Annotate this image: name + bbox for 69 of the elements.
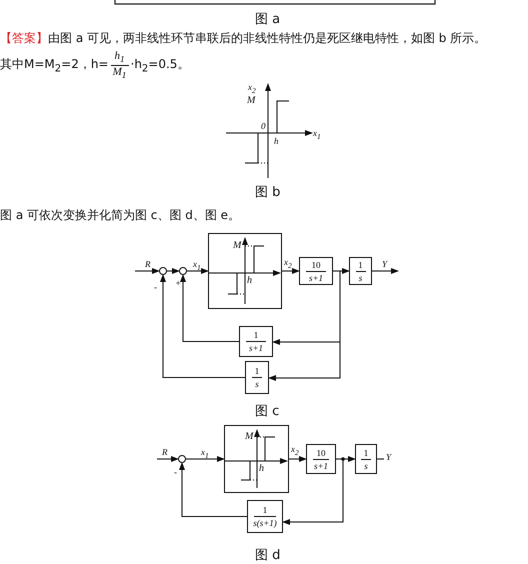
text-line: 由图 a 可见，两非线性环节串联后的非线性特性仍是死区继电特性，如图 b 所示。 xyxy=(48,30,486,47)
numerator: 10 xyxy=(316,448,326,458)
figure-caption: 图 d xyxy=(255,547,280,564)
arrow xyxy=(372,268,399,274)
arrow xyxy=(186,456,225,462)
edge-label: x$_{2}$ xyxy=(291,444,299,458)
arrow xyxy=(282,458,344,525)
axis-label: x$_{1}$ xyxy=(313,128,321,141)
arrow xyxy=(156,456,179,462)
text-line: 图 a 可依次变换并化简为图 c、图 d、图 e。 xyxy=(0,207,240,224)
denominator: s+1 xyxy=(308,272,324,282)
connector-line xyxy=(376,458,384,460)
numerator: 10 xyxy=(312,260,320,270)
edge-label: Y xyxy=(382,259,388,269)
edge-label: + xyxy=(175,278,182,288)
summing-junction xyxy=(178,455,186,463)
numerator: 1 xyxy=(358,260,363,270)
axis-label: M xyxy=(245,431,254,442)
denominator: s xyxy=(255,379,259,389)
formula-text: ·h$_{2}$=0.5。 xyxy=(130,56,190,75)
answer-tag: 【答案】 xyxy=(0,30,48,47)
edge-label: - xyxy=(154,282,157,292)
numerator: 1 xyxy=(254,330,258,340)
axis-label: h xyxy=(247,275,252,286)
figure-caption: 图 c xyxy=(255,403,280,420)
figure-caption: 图 b xyxy=(255,184,280,201)
origin-label: 0 xyxy=(261,121,266,131)
edge-label: x$_{1}$ xyxy=(201,447,209,461)
axis-label: M xyxy=(233,240,242,251)
arrow xyxy=(180,274,240,342)
arrow xyxy=(160,274,246,378)
axis-label: h xyxy=(274,136,278,146)
summing-junction xyxy=(159,267,167,275)
denominator: s(s+1) xyxy=(253,518,277,528)
arrow xyxy=(186,268,209,274)
arrow xyxy=(282,268,300,274)
arrow xyxy=(288,456,307,462)
edge-label: - xyxy=(174,467,177,477)
arrow xyxy=(166,268,180,274)
edge-label: x$_{1}$ xyxy=(193,259,201,273)
formula-text: 其中M=M$_{2}$=2，h= xyxy=(0,56,108,75)
denominator: s xyxy=(364,460,368,470)
arrow xyxy=(268,270,340,381)
transfer-function-block xyxy=(306,444,336,474)
transfer-function-block xyxy=(299,257,333,285)
transfer-function-block xyxy=(239,326,273,357)
arrow xyxy=(134,268,160,274)
axis-label: M xyxy=(247,95,256,106)
edge-label: Y xyxy=(386,452,392,462)
transfer-function-block xyxy=(355,444,377,474)
edge-label: R xyxy=(162,447,168,457)
numerator: 1 xyxy=(262,505,268,515)
transfer-function-block xyxy=(349,257,372,285)
denominator: s+1 xyxy=(314,460,328,470)
transfer-function-block xyxy=(247,500,283,533)
axis-label: x$_{2}$ xyxy=(248,82,256,95)
summing-junction xyxy=(179,267,187,275)
numerator: 1 xyxy=(254,366,260,376)
edge-label: x$_{2}$ xyxy=(284,257,292,271)
denominator: M$_{1}$ xyxy=(112,66,126,82)
axis-label: h xyxy=(259,463,264,474)
denominator: s+1 xyxy=(248,343,264,353)
transfer-function-block xyxy=(245,361,269,394)
arrow xyxy=(179,462,248,517)
figure-caption: 图 a xyxy=(255,11,280,28)
numerator: h$_{1}$ xyxy=(114,50,125,66)
edge-label: R xyxy=(145,259,150,269)
numerator: 1 xyxy=(364,448,368,458)
denominator: s xyxy=(358,272,362,282)
